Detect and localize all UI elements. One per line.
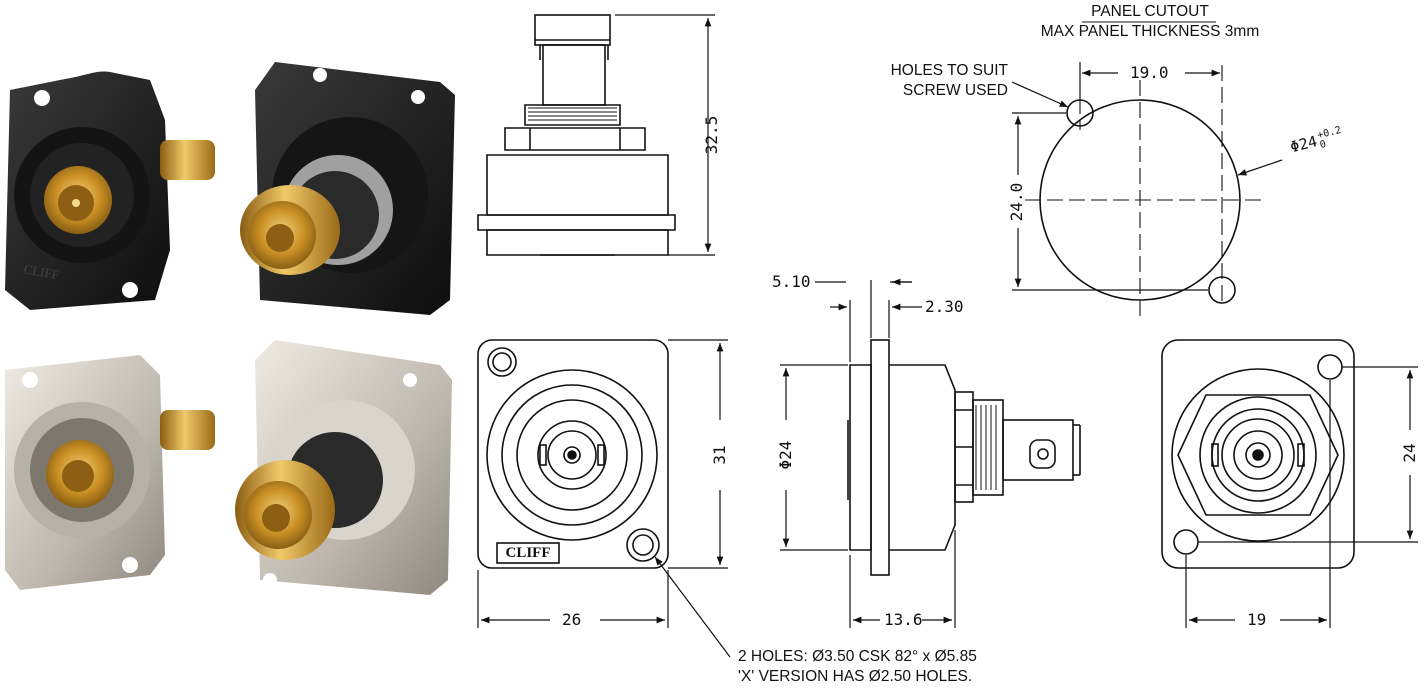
cutout-height-dim: 24.0 (1007, 182, 1026, 222)
holes-callout-line2: 'X' VERSION HAS Ø2.50 HOLES. (738, 668, 973, 685)
rear-width-dim: 19 (1247, 610, 1267, 629)
side-top-height-dim: 32.5 (702, 115, 721, 155)
photo-black-connector-front: CLIFF (5, 71, 215, 310)
photo-nickel-connector-rear (235, 340, 452, 595)
photo-nickel-connector-front (5, 355, 215, 590)
dim-rear-height (1198, 366, 1418, 543)
drawing-rear-view (1161, 339, 1355, 569)
leader-cutout-diameter (1237, 159, 1283, 176)
profile-depth-dim: 13.6 (884, 610, 923, 629)
profile-thickness-dim: 2.30 (925, 297, 964, 316)
holes-note-line2: SCREW USED (902, 82, 1008, 99)
holes-note-line1: HOLES TO SUIT (890, 62, 1008, 79)
front-brand-marking: CLIFF (505, 545, 551, 561)
drawing-panel-cutout (1025, 65, 1262, 318)
dim-profile-flange (815, 278, 922, 362)
dim-cutout-height (1012, 112, 1208, 291)
drawing-front-view (477, 339, 669, 569)
leader-holes-callout (654, 556, 731, 658)
dim-front-height (668, 339, 728, 569)
dim-front-width (477, 570, 669, 628)
profile-diameter-dim: Φ24 (776, 440, 795, 470)
front-width-dim: 26 (562, 610, 582, 629)
panel-cutout-subtitle: MAX PANEL THICKNESS 3mm (1040, 23, 1260, 40)
panel-cutout-title: PANEL CUTOUT (1091, 3, 1209, 20)
dim-cutout-width (1079, 62, 1220, 98)
dim-side-top-height (615, 14, 715, 256)
drawing-side-view-top (477, 14, 676, 256)
leader-cutout-holes (1011, 81, 1069, 108)
dim-profile-depth (849, 530, 956, 628)
rear-height-dim: 24 (1400, 443, 1419, 463)
front-height-dim: 31 (710, 445, 729, 465)
svg-text:CLIFF: CLIFF (23, 261, 60, 282)
dim-rear-width (1185, 380, 1331, 628)
holes-callout-line1: 2 HOLES: Ø3.50 CSK 82° x Ø5.85 (738, 648, 977, 665)
drawing-side-view-profile (847, 339, 1081, 576)
dim-profile-diameter (780, 364, 848, 551)
cutout-width-dim: 19.0 (1130, 63, 1169, 82)
photo-black-connector-rear (240, 62, 455, 315)
profile-flange-dim: 5.10 (772, 272, 811, 291)
